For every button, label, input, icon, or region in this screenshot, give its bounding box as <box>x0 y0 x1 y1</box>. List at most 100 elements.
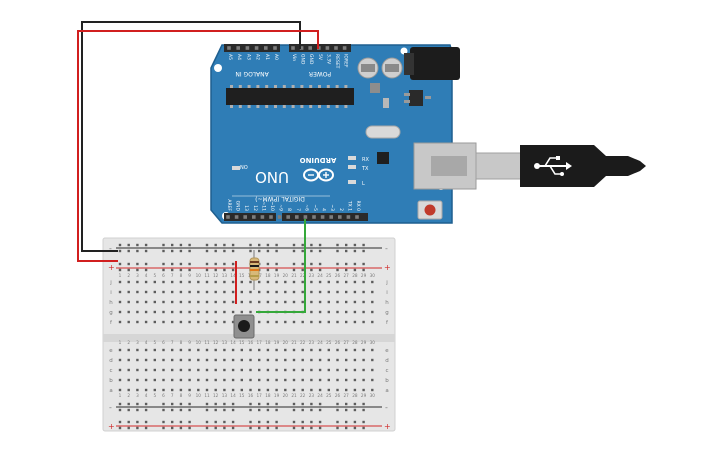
terminal-hole[interactable] <box>197 378 200 382</box>
terminal-hole[interactable] <box>136 300 139 304</box>
terminal-hole[interactable] <box>336 358 339 362</box>
terminal-hole[interactable] <box>362 368 365 372</box>
terminal-hole[interactable] <box>318 280 322 284</box>
signal-wire-pin-2[interactable] <box>256 219 306 313</box>
terminal-hole[interactable] <box>327 348 330 352</box>
rail-hole[interactable] <box>249 243 252 247</box>
rail-hole[interactable] <box>318 243 322 247</box>
terminal-hole[interactable] <box>353 280 357 284</box>
terminal-hole[interactable] <box>179 280 183 284</box>
rail-hole[interactable] <box>144 402 148 406</box>
rail-hole[interactable] <box>223 268 226 272</box>
terminal-hole[interactable] <box>231 290 235 294</box>
terminal-hole[interactable] <box>336 300 339 304</box>
terminal-hole[interactable] <box>310 290 313 294</box>
terminal-hole[interactable] <box>292 388 296 392</box>
terminal-hole[interactable] <box>127 280 130 284</box>
header-pin-socket[interactable] <box>286 215 290 219</box>
terminal-hole[interactable] <box>231 310 235 314</box>
rail-hole[interactable] <box>275 262 278 266</box>
rail-hole[interactable] <box>214 402 217 406</box>
rail-hole[interactable] <box>301 408 304 412</box>
rail-hole[interactable] <box>179 249 183 253</box>
terminal-hole[interactable] <box>231 358 235 362</box>
terminal-hole[interactable] <box>292 280 296 284</box>
terminal-hole[interactable] <box>292 378 296 382</box>
rail-hole[interactable] <box>127 426 130 430</box>
rail-hole[interactable] <box>214 426 217 430</box>
terminal-hole[interactable] <box>144 320 148 324</box>
rail-hole[interactable] <box>205 420 209 424</box>
terminal-hole[interactable] <box>266 290 270 294</box>
terminal-hole[interactable] <box>284 388 287 392</box>
terminal-hole[interactable] <box>223 358 226 362</box>
rail-hole[interactable] <box>188 243 191 247</box>
terminal-hole[interactable] <box>345 348 348 352</box>
header-pin-socket[interactable] <box>312 215 316 219</box>
terminal-hole[interactable] <box>179 368 183 372</box>
header-pin-socket[interactable] <box>254 46 259 50</box>
terminal-hole[interactable] <box>301 358 304 362</box>
rail-hole[interactable] <box>179 426 183 430</box>
usb-cable[interactable] <box>475 145 646 187</box>
terminal-hole[interactable] <box>336 290 339 294</box>
header-pin-socket[interactable] <box>338 215 342 219</box>
header-pin-socket[interactable] <box>320 215 325 219</box>
terminal-hole[interactable] <box>249 358 252 362</box>
rail-hole[interactable] <box>292 262 296 266</box>
terminal-hole[interactable] <box>214 310 217 314</box>
rail-hole[interactable] <box>127 249 130 253</box>
terminal-hole[interactable] <box>188 378 191 382</box>
rail-hole[interactable] <box>353 408 357 412</box>
terminal-hole[interactable] <box>353 310 357 314</box>
terminal-hole[interactable] <box>266 320 270 324</box>
terminal-hole[interactable] <box>362 290 365 294</box>
rail-hole[interactable] <box>162 262 165 266</box>
rail-hole[interactable] <box>231 408 235 412</box>
terminal-hole[interactable] <box>188 290 191 294</box>
rail-hole[interactable] <box>179 268 183 272</box>
terminal-hole[interactable] <box>136 280 139 284</box>
terminal-hole[interactable] <box>249 378 252 382</box>
rail-hole[interactable] <box>179 408 183 412</box>
terminal-hole[interactable] <box>249 348 252 352</box>
terminal-hole[interactable] <box>362 280 365 284</box>
rail-hole[interactable] <box>118 249 122 253</box>
rail-hole[interactable] <box>205 402 209 406</box>
rail-hole[interactable] <box>362 249 365 253</box>
rail-hole[interactable] <box>223 262 226 266</box>
terminal-hole[interactable] <box>197 320 200 324</box>
header-pin-socket[interactable] <box>234 215 239 219</box>
rail-hole[interactable] <box>266 402 270 406</box>
terminal-hole[interactable] <box>310 280 313 284</box>
terminal-hole[interactable] <box>214 320 217 324</box>
terminal-hole[interactable] <box>127 290 130 294</box>
rail-hole[interactable] <box>353 249 357 253</box>
header-pin-socket[interactable] <box>334 46 338 50</box>
rail-hole[interactable] <box>258 249 261 253</box>
rail-hole[interactable] <box>353 243 357 247</box>
header-pin-socket[interactable] <box>252 215 256 219</box>
rail-hole[interactable] <box>162 402 165 406</box>
terminal-hole[interactable] <box>231 300 235 304</box>
terminal-hole[interactable] <box>292 358 296 362</box>
terminal-hole[interactable] <box>223 348 226 352</box>
rail-hole[interactable] <box>318 249 322 253</box>
terminal-hole[interactable] <box>266 348 270 352</box>
terminal-hole[interactable] <box>327 358 330 362</box>
terminal-hole[interactable] <box>205 368 209 372</box>
5v-power-wire[interactable] <box>77 30 319 262</box>
rail-hole[interactable] <box>310 249 313 253</box>
rail-hole[interactable] <box>336 268 339 272</box>
rail-hole[interactable] <box>118 262 122 266</box>
terminal-hole[interactable] <box>249 300 252 304</box>
rail-hole[interactable] <box>353 262 357 266</box>
terminal-hole[interactable] <box>118 290 122 294</box>
terminal-hole[interactable] <box>275 388 278 392</box>
rail-hole[interactable] <box>127 262 130 266</box>
rail-hole[interactable] <box>353 402 357 406</box>
rail-hole[interactable] <box>345 262 348 266</box>
terminal-hole[interactable] <box>301 368 304 372</box>
rail-hole[interactable] <box>310 402 313 406</box>
terminal-hole[interactable] <box>118 320 122 324</box>
